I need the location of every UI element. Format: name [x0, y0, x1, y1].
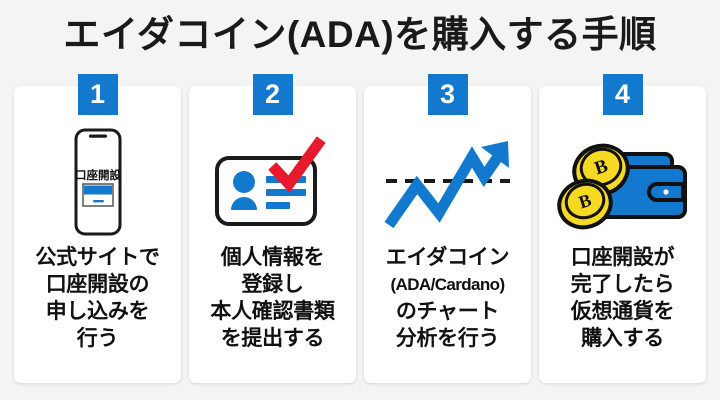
caption-line: 仮想通貨を — [570, 300, 675, 323]
step-icon-2 — [189, 126, 356, 238]
caption-line: を提出する — [220, 327, 325, 350]
id-card-verified-icon — [214, 136, 326, 226]
caption-line: 口座開設の — [45, 273, 150, 296]
step-caption-3: エイダコイン (ADA/Cardano) のチャート 分析を行う — [385, 244, 510, 352]
caption-line: 登録し — [241, 273, 304, 296]
caption-line: 本人確認書類 — [210, 300, 335, 323]
step-card-2: 2 個人情報を 登録し 本人確認書類 を提出する — [189, 74, 356, 383]
step-card-4: 4 B — [539, 74, 706, 383]
step-caption-2: 個人情報を 登録し 本人確認書類 を提出する — [210, 244, 335, 352]
svg-text:B: B — [576, 190, 594, 213]
step-number-badge-3: 3 — [427, 74, 468, 115]
step-number-badge-2: 2 — [252, 74, 293, 115]
step-card-3: 3 エイダコイン (ADA/Cardano) のチャート 分析を行う — [364, 74, 531, 383]
step-icon-1: 口座開設 — [14, 126, 181, 238]
page-title: エイダコイン(ADA)を購入する手順 — [63, 14, 657, 55]
step-icon-4: B B — [539, 126, 706, 238]
rising-chart-arrow-icon — [383, 141, 510, 229]
caption-line: (ADA/Cardano) — [390, 275, 505, 294]
caption-line: 分析を行う — [395, 327, 500, 350]
caption-line: 購入する — [581, 327, 664, 350]
phone-screen-label: 口座開設 — [75, 168, 121, 182]
step-number-badge-1: 1 — [77, 74, 118, 115]
step-caption-1: 公式サイトで 口座開設の 申し込みを 行う — [35, 244, 160, 352]
smartphone-account-open-icon: 口座開設 — [74, 128, 121, 236]
caption-line: 完了したら — [570, 273, 675, 296]
caption-line: 公式サイトで — [35, 246, 160, 269]
step-icon-3 — [364, 126, 531, 238]
caption-line: 行う — [76, 327, 119, 350]
caption-line: のチャート — [395, 300, 500, 323]
caption-line: 申し込みを — [45, 300, 150, 323]
caption-line: 口座開設が — [570, 246, 675, 269]
wallet-coins-icon: B B — [556, 143, 687, 230]
caption-line: 個人情報を — [220, 246, 325, 269]
step-caption-4: 口座開設が 完了したら 仮想通貨を 購入する — [571, 244, 675, 352]
step-number-badge-4: 4 — [602, 74, 643, 115]
steps-container: 1 口座開設 公式サイトで 口座開設の 申し込みを 行う 2 — [14, 74, 706, 383]
step-card-1: 1 口座開設 公式サイトで 口座開設の 申し込みを 行う — [14, 74, 181, 383]
caption-line: エイダコイン — [385, 246, 510, 269]
coin-lower: B — [556, 178, 613, 230]
